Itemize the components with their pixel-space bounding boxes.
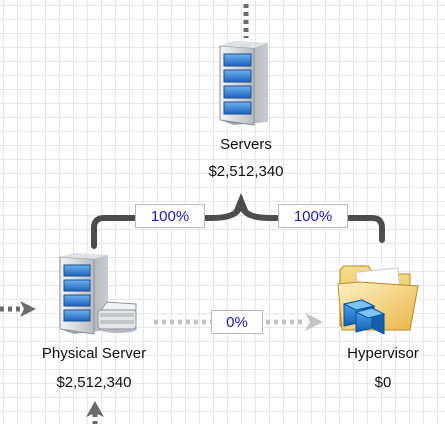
allocation-percent-servers-to-hypervisor[interactable]: 100% [278,204,348,228]
server-rack-icon [59,253,137,335]
allocation-percent-servers-to-physical[interactable]: 100% [135,204,205,228]
solid-arrowhead-servers [234,193,248,210]
solid-connector-servers-to-hypervisor [238,200,385,243]
node-cost-servers: $2,512,340 [208,163,284,180]
dotted-arrowhead-hypervisor [305,313,323,331]
cubes-overlay-icon [342,299,386,335]
node-name-servers: Servers [220,136,272,153]
hardware-overlay-icon [97,301,137,333]
incoming-arrowhead-left [20,301,36,317]
solid-connector-servers-to-physical [91,200,244,249]
node-cost-hypervisor: $0 [374,374,392,391]
node-name-hypervisor: Hypervisor [347,345,419,362]
node-name-physical-server: Physical Server [41,345,147,362]
server-rack-icon [219,41,268,126]
allocation-percent-physical-to-hypervisor[interactable]: 0% [211,310,263,334]
folder-with-cubes-icon [337,265,419,335]
incoming-arrowhead-bottom [86,401,104,417]
node-cost-physical-server: $2,512,340 [56,374,132,391]
